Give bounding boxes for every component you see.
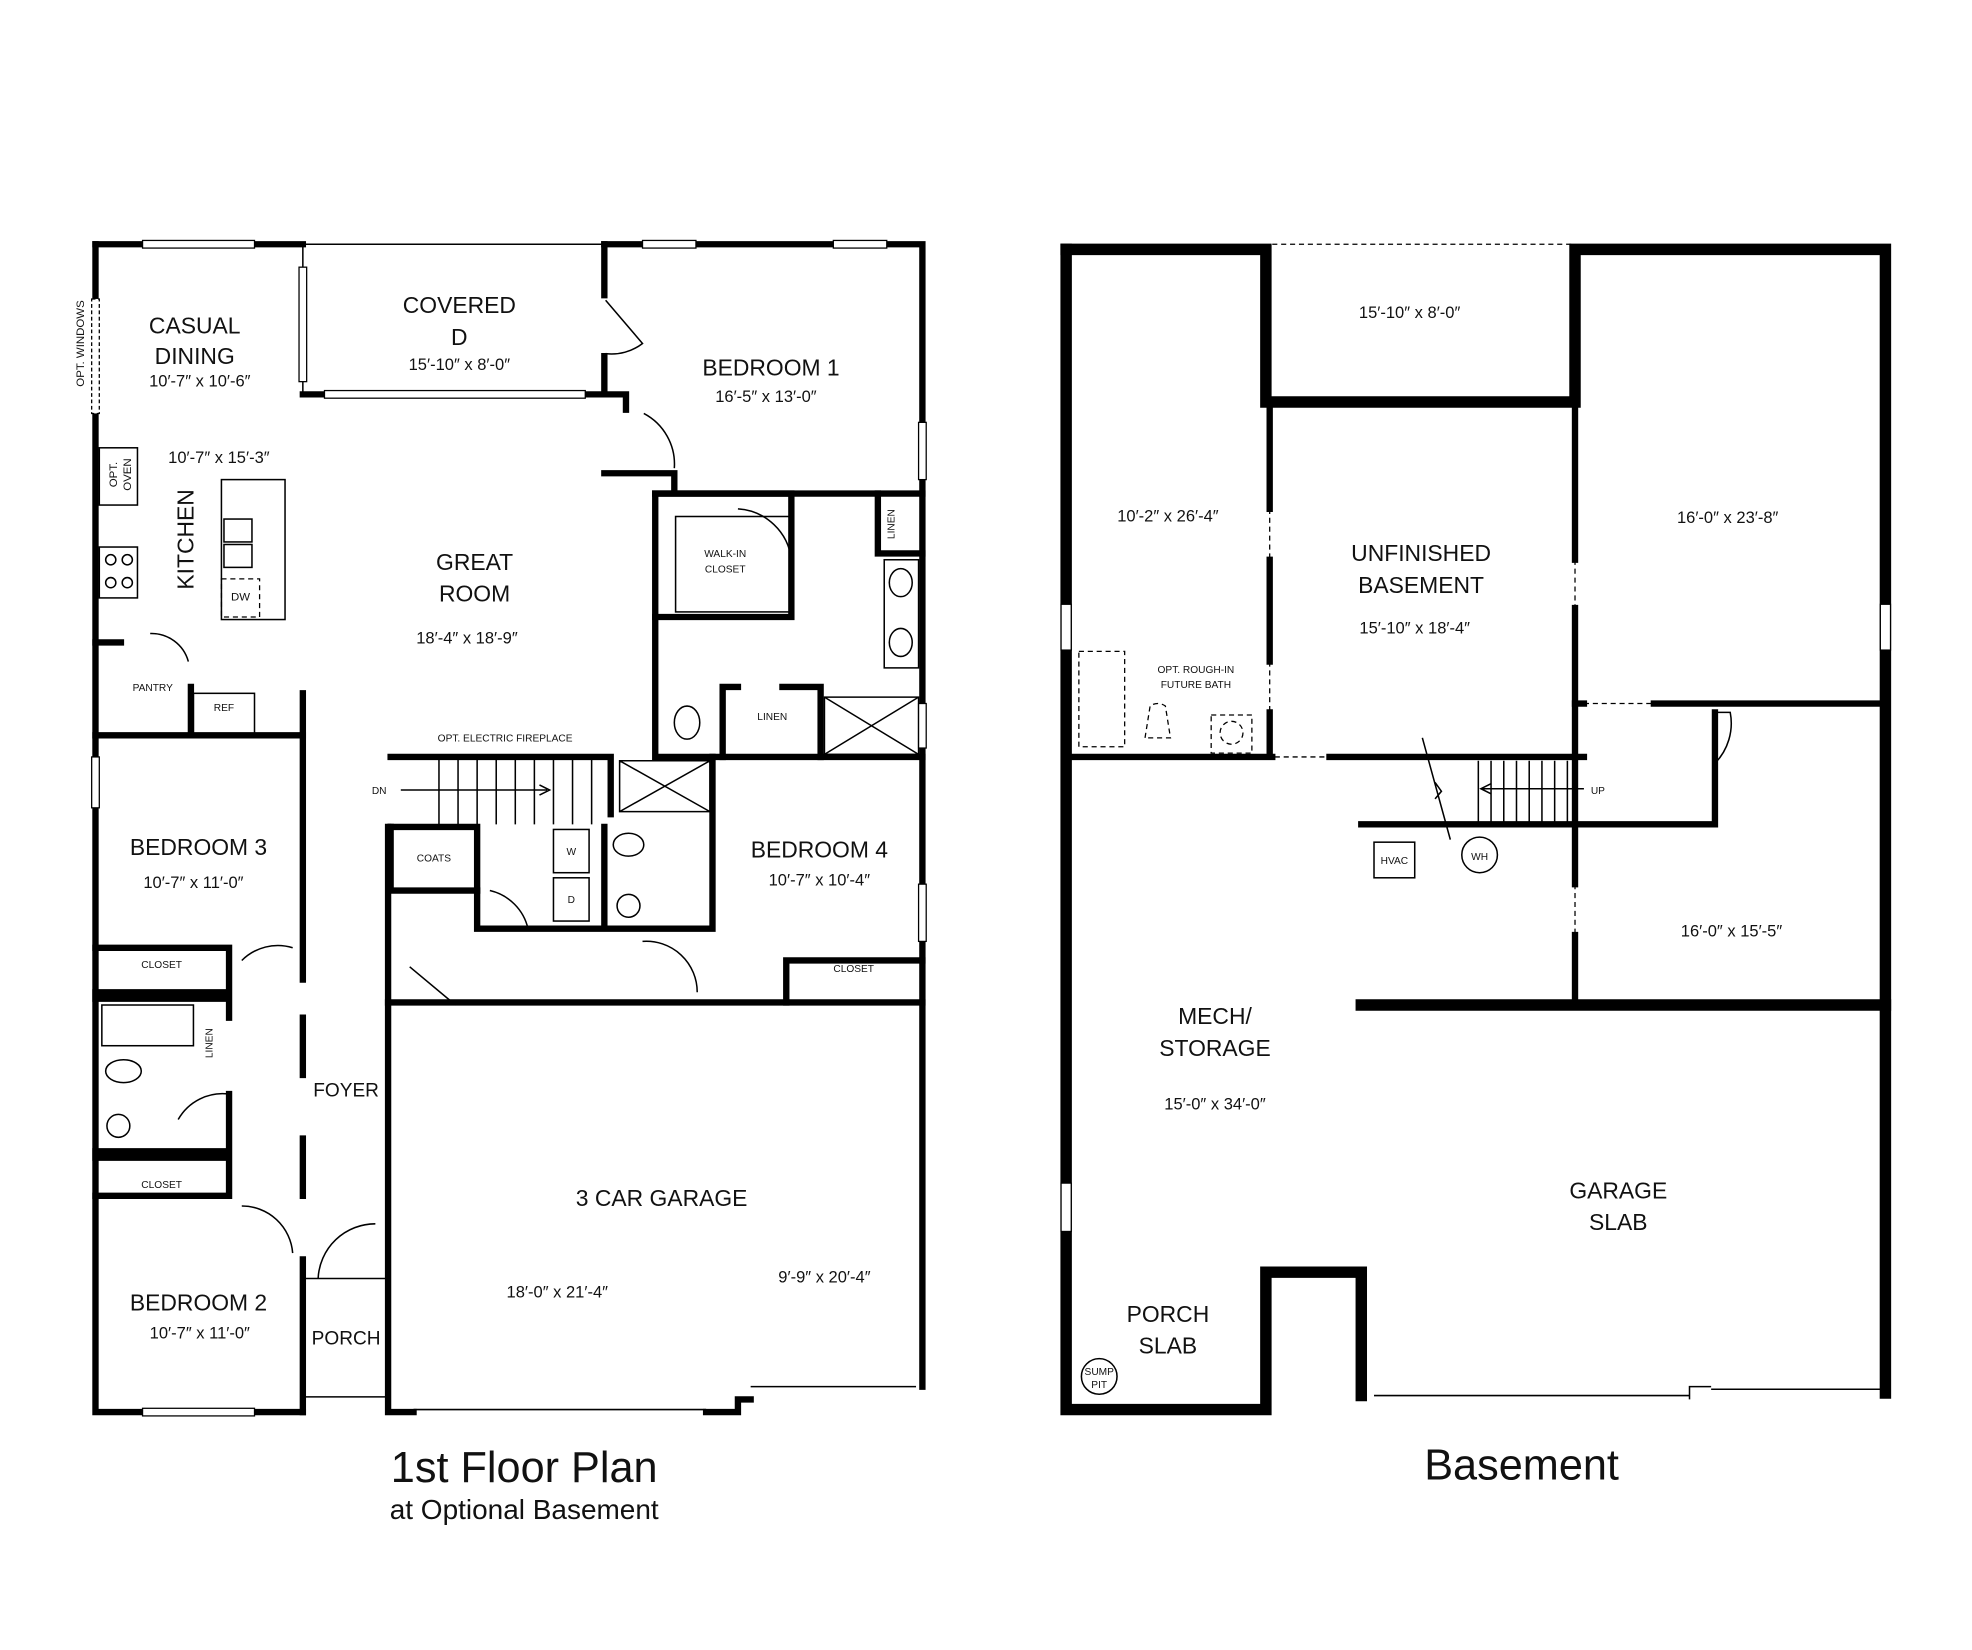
room-dim-bedroom1: 16′-5″ x 13′-0″ — [715, 387, 817, 406]
water-heater-label: WH — [1471, 852, 1488, 863]
room-dim-basement-right-upper: 16′-0″ x 23′-8″ — [1677, 508, 1779, 527]
basement-title: Basement — [1424, 1442, 1619, 1490]
ref-label: REF — [214, 703, 234, 714]
room-dim-great-room: 18′-4″ x 18′-9″ — [416, 629, 518, 648]
linen-label-primary: LINEN — [886, 509, 897, 539]
room-name-bedroom4: BEDROOM 4 — [751, 836, 889, 862]
room-dim-unfinished-basement: 15′-10″ x 18′-4″ — [1359, 619, 1470, 638]
room-dim-mech-storage: 15′-0″ x 34′-0″ — [1164, 1094, 1266, 1113]
room-dim-covered: 15′-10″ x 8′-0″ — [409, 355, 511, 374]
stairs-up-label: UP — [1591, 786, 1605, 797]
basement-plan: 15′-10″ x 8′-0″ 10′-2″ x 26′-4″ UNFINISH… — [1060, 243, 1892, 1490]
room-name-mech-storage: MECH/STORAGE — [1159, 1003, 1270, 1061]
room-dim-kitchen: 10′-7″ x 15′-3″ — [168, 448, 270, 467]
fireplace-label: OPT. ELECTRIC FIREPLACE — [438, 734, 573, 745]
basement-windows — [1060, 603, 1892, 1233]
basement-walls — [1060, 243, 1892, 1416]
stairs-down-label: DN — [372, 786, 387, 797]
room-dim-bedroom4: 10′-7″ x 10′-4″ — [769, 870, 871, 889]
room-name-kitchen: KITCHEN — [172, 489, 198, 589]
room-dim-bedroom2: 10′-7″ x 11′-0″ — [150, 1323, 250, 1342]
first-floor-subtitle: at Optional Basement — [390, 1494, 659, 1525]
room-name-bedroom1: BEDROOM 1 — [702, 354, 839, 380]
room-dim-bedroom3: 10′-7″ x 11′-0″ — [143, 873, 243, 892]
dishwasher-label: DW — [231, 591, 250, 603]
room-name-porch: PORCH — [312, 1329, 381, 1350]
opt-windows-label: OPT. WINDOWS — [75, 300, 87, 387]
first-floor-walls — [92, 241, 926, 1416]
basement-labels: 15′-10″ x 8′-0″ 10′-2″ x 26′-4″ UNFINISH… — [1085, 303, 1783, 1489]
hvac-label: HVAC — [1381, 856, 1408, 867]
room-dim-basement-left: 10′-2″ x 26′-4″ — [1117, 507, 1219, 526]
room-name-garage: 3 CAR GARAGE — [576, 1185, 748, 1211]
linen-label-hall: LINEN — [205, 1028, 216, 1058]
closet-label-bedroom3: CLOSET — [141, 960, 182, 971]
first-floor-windows — [91, 239, 927, 1417]
pantry-label: PANTRY — [133, 683, 173, 694]
room-name-foyer: FOYER — [313, 1081, 379, 1102]
closet-label-bedroom4: CLOSET — [833, 964, 874, 975]
room-dim-garage-2: 9′-9″ x 20′-4″ — [778, 1267, 870, 1286]
coats-label: COATS — [417, 853, 451, 864]
closet-label-bedroom2: CLOSET — [141, 1180, 182, 1191]
room-dim-casual-dining: 10′-7″ x 10′-6″ — [149, 372, 251, 391]
room-dim-basement-right-lower: 16′-0″ x 15′-5″ — [1681, 921, 1783, 940]
room-name-bedroom2: BEDROOM 2 — [130, 1289, 267, 1315]
opt-oven-label: OPT.OVEN — [108, 458, 134, 490]
room-name-bedroom3: BEDROOM 3 — [130, 834, 267, 860]
washer-label: W — [566, 847, 576, 858]
room-dim-garage-1: 18′-0″ x 21′-4″ — [507, 1283, 609, 1302]
room-dim-basement-top: 15′-10″ x 8′-0″ — [1359, 303, 1461, 322]
linen-label-bath: LINEN — [757, 712, 787, 723]
first-floor-title: 1st Floor Plan — [391, 1444, 658, 1492]
dryer-label: D — [568, 895, 575, 906]
